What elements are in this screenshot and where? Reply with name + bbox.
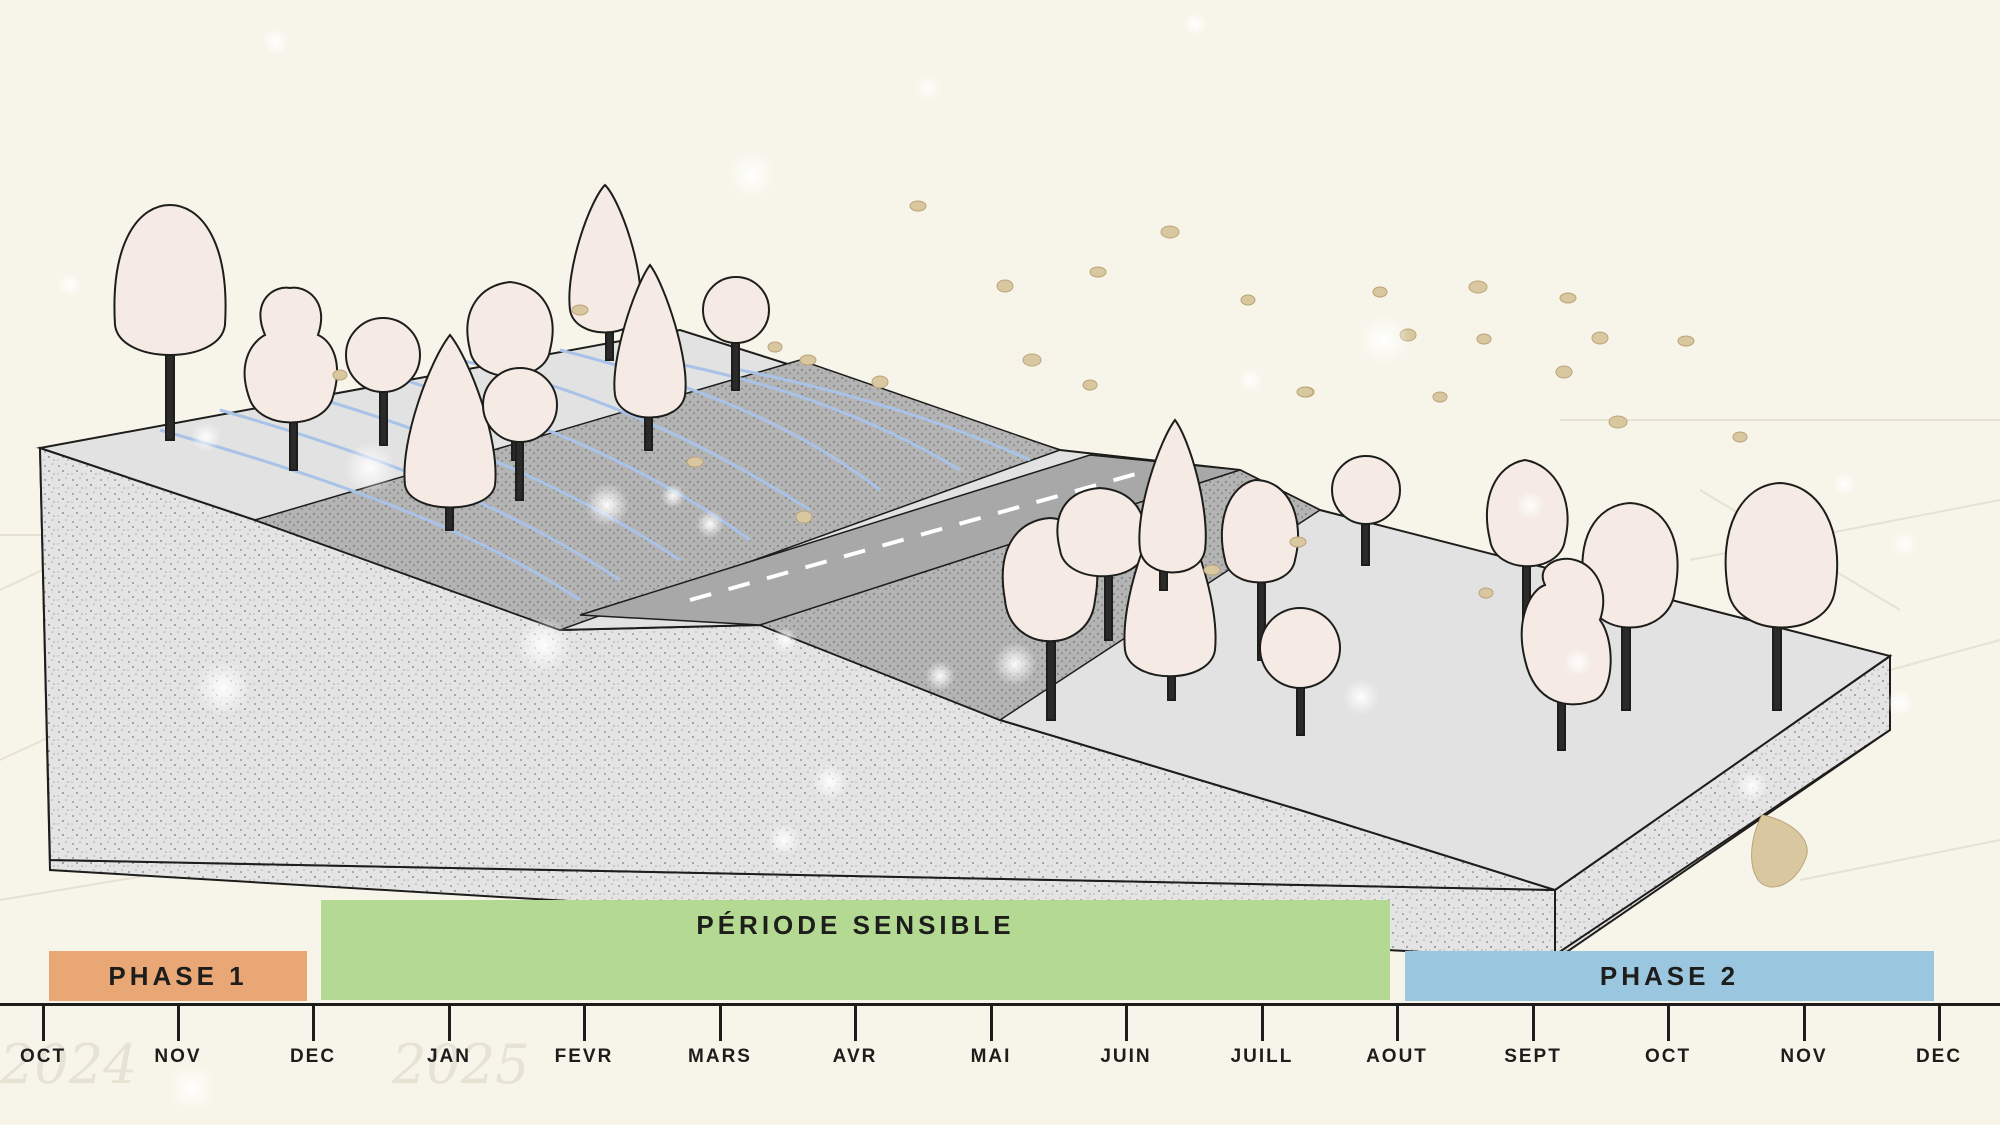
month-label-aug: AOUT — [1366, 1046, 1428, 1067]
tree — [1331, 455, 1401, 566]
month-label-jul: JUILL — [1230, 1046, 1294, 1067]
phase-1-bar: PHASE 1 — [49, 951, 307, 1001]
year-watermark-2024: 2024 — [0, 1033, 138, 1096]
timeline-tick — [990, 1003, 993, 1041]
timeline-tick — [1261, 1003, 1264, 1041]
timeline-tick — [719, 1003, 722, 1041]
tree — [345, 317, 421, 446]
tree — [1138, 418, 1207, 591]
month-label-dec-2024: DEC — [289, 1046, 337, 1067]
timeline-tick — [1667, 1003, 1670, 1041]
month-label-oct-2025: OCT — [1644, 1046, 1692, 1067]
tree — [113, 203, 227, 441]
phase-1-label: PHASE 1 — [108, 960, 248, 991]
timeline-tick — [1938, 1003, 1941, 1041]
timeline-tick — [1125, 1003, 1128, 1041]
month-label-oct-2024: OCT — [19, 1046, 67, 1067]
timeline-tick — [448, 1003, 451, 1041]
timeline-axis — [0, 1003, 2000, 1006]
timeline-tick — [42, 1003, 45, 1041]
month-label-jan: JAN — [426, 1046, 471, 1067]
timeline-tick — [583, 1003, 586, 1041]
timeline-tick — [312, 1003, 315, 1041]
sensitive-period-label: PÉRIODE SENSIBLE — [696, 909, 1015, 940]
phase-2-label: PHASE 2 — [1599, 960, 1740, 991]
tree — [1220, 478, 1300, 661]
month-label-apr: AVR — [832, 1046, 878, 1067]
month-label-nov-2024: NOV — [154, 1046, 202, 1067]
tree — [243, 286, 338, 471]
phase-2-bar: PHASE 2 — [1405, 951, 1934, 1001]
tree — [1581, 501, 1679, 711]
year-watermark-2025: 2025 — [392, 1033, 530, 1096]
timeline-tick — [1396, 1003, 1399, 1041]
tree — [403, 333, 497, 531]
timeline-tick — [177, 1003, 180, 1041]
tree — [1724, 481, 1839, 711]
month-label-mar: MARS — [688, 1046, 752, 1067]
timeline-tick — [854, 1003, 857, 1041]
tree — [702, 276, 770, 391]
month-label-dec-2025: DEC — [1915, 1046, 1963, 1067]
snowflakes — [58, 12, 1918, 1112]
month-label-jun: JUIN — [1100, 1046, 1152, 1067]
road-gravel-upper — [252, 359, 1063, 631]
month-label-nov-2025: NOV — [1780, 1046, 1828, 1067]
trees — [113, 183, 1839, 751]
tree — [482, 367, 558, 501]
sensitive-period-bar: PÉRIODE SENSIBLE — [321, 900, 1390, 1000]
month-label-may: MAI — [970, 1046, 1012, 1067]
timeline-tick — [1532, 1003, 1535, 1041]
timeline-tick — [1803, 1003, 1806, 1041]
tree — [568, 183, 642, 361]
tree — [613, 263, 687, 451]
tree — [1259, 607, 1341, 736]
month-label-feb: FEVR — [554, 1046, 614, 1067]
month-label-sep: SEPT — [1504, 1046, 1562, 1067]
